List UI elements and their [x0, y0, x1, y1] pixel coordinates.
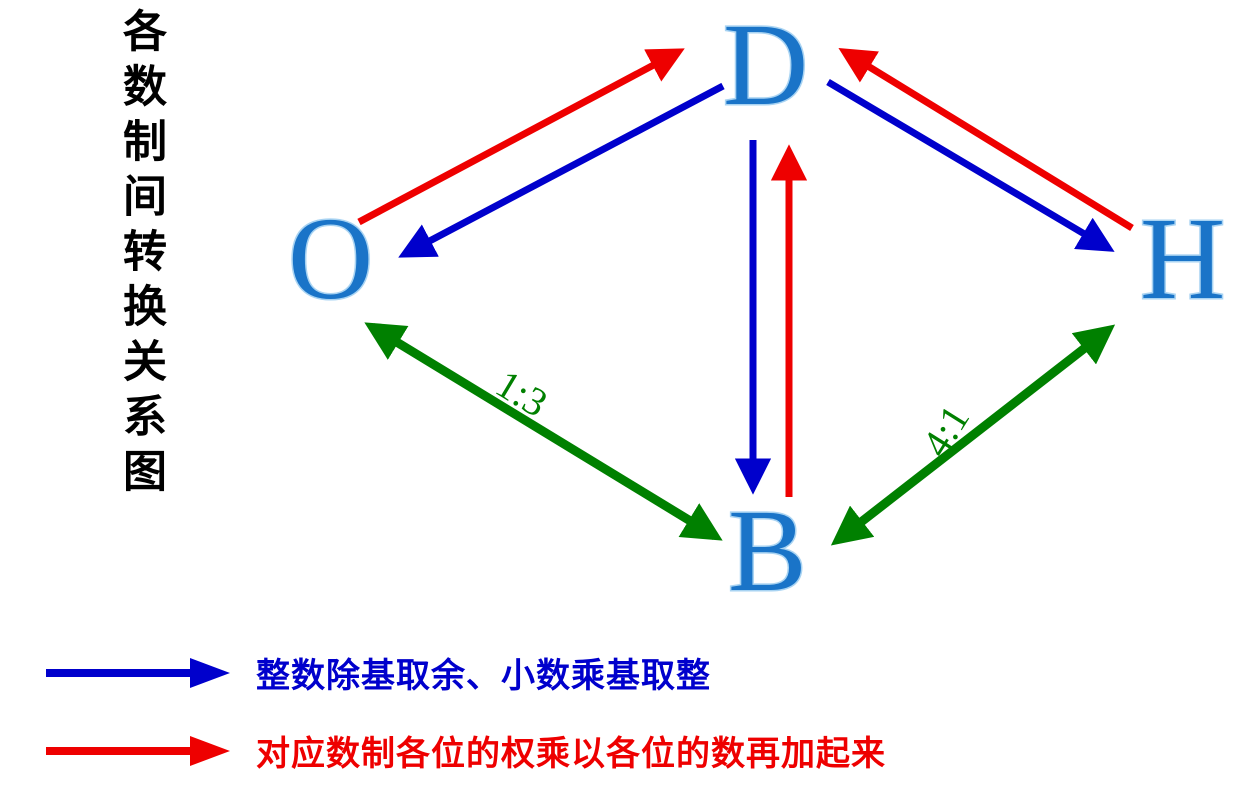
ratio-label-b-h: 4:1: [912, 397, 979, 465]
legend-blue-text: 整数除基取余、小数乘基取整: [256, 656, 711, 696]
legend-item-red: 对应数制各位的权乘以各位的数再加起来: [44, 726, 886, 775]
node-b-label: B: [727, 485, 809, 616]
edge-o-b-green: [364, 322, 723, 541]
edge-d-to-o-blue: [398, 82, 725, 258]
edge-h-to-d-red: [838, 47, 1134, 231]
edge-o-to-d-red: [357, 48, 685, 226]
page-title: 各数制间转换关系图: [115, 8, 166, 503]
node-o-label: O: [286, 193, 374, 324]
ratio-label-o-b: 1:3: [488, 360, 556, 426]
node-h[interactable]: H: [1138, 193, 1226, 324]
legend-item-blue: 整数除基取余、小数乘基取整: [44, 648, 711, 697]
legend-red-text: 对应数制各位的权乘以各位的数再加起来: [256, 734, 886, 774]
node-d[interactable]: D: [721, 0, 809, 130]
right-arrow-icon: [46, 657, 230, 688]
node-h-label: H: [1138, 193, 1226, 324]
node-o[interactable]: O: [286, 193, 374, 324]
node-b[interactable]: B: [727, 485, 809, 616]
right-arrow-icon: [46, 735, 230, 766]
node-d-label: D: [721, 0, 809, 130]
edge-d-to-h-blue: [826, 78, 1115, 252]
edge-b-h-green: [830, 324, 1116, 546]
